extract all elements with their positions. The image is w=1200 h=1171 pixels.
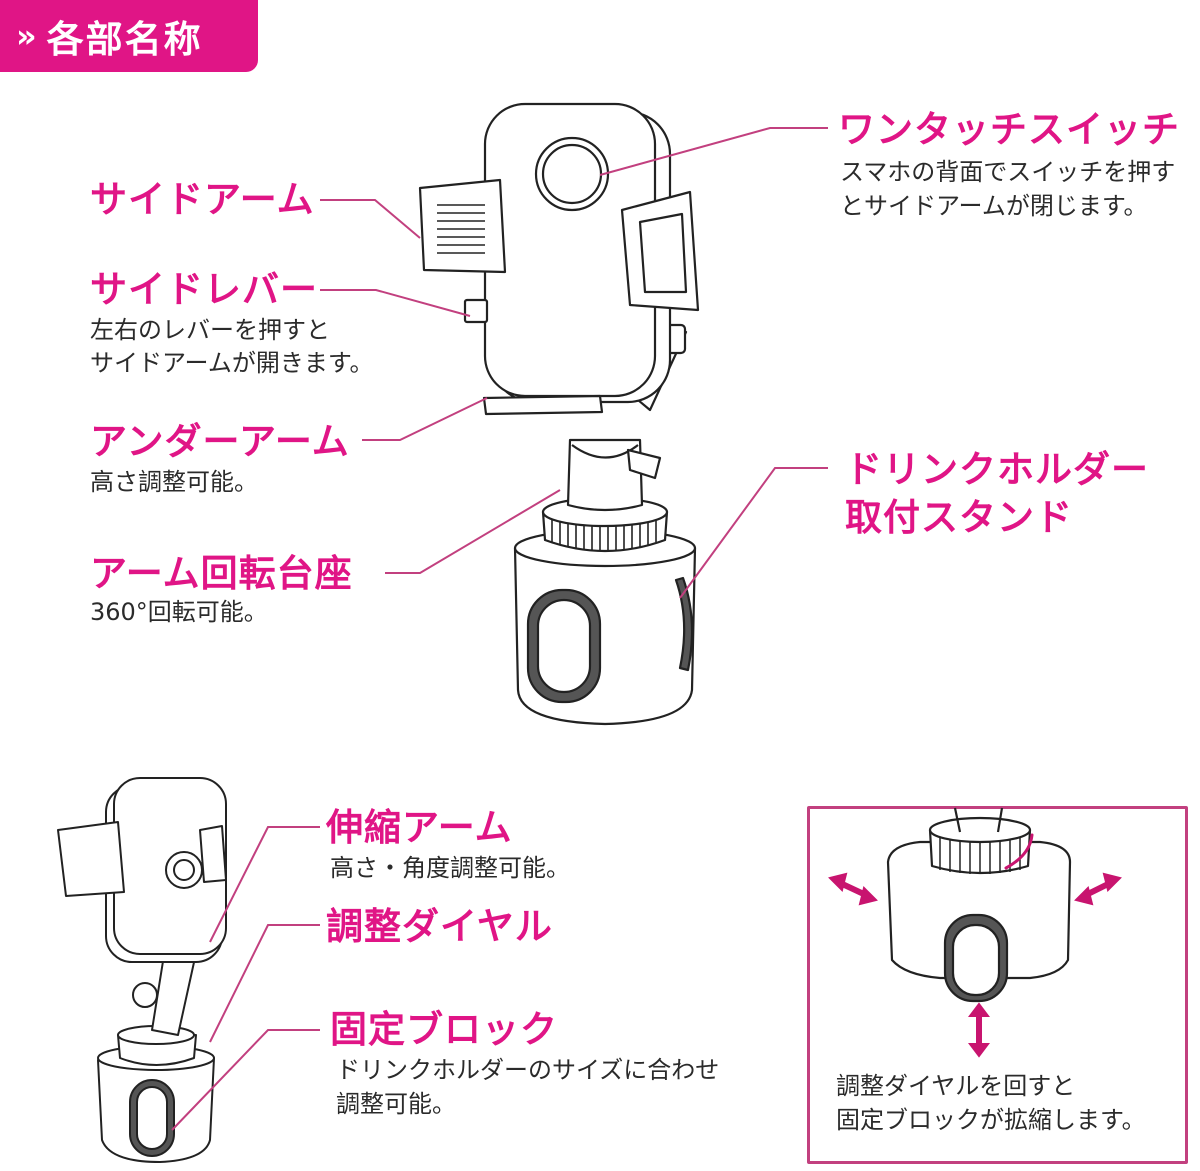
desc-side-lever-1: 左右のレバーを押すと xyxy=(90,316,330,344)
desc-side-lever-2: サイドアームが開きます。 xyxy=(90,349,374,377)
label-drink-stand-2: 取付スタンド xyxy=(845,496,1073,539)
secondary-product-illustration xyxy=(57,777,227,1163)
label-fixing-block: 固定ブロック xyxy=(330,1008,558,1051)
label-one-touch-switch: ワンタッチスイッチ xyxy=(838,108,1180,151)
label-side-lever: サイドレバー xyxy=(90,268,318,311)
arrow-icons xyxy=(828,833,1122,1058)
label-drink-stand-1: ドリンクホルダー xyxy=(845,448,1149,491)
main-product-illustration xyxy=(418,102,700,726)
desc-telescopic-arm: 高さ・角度調整可能。 xyxy=(330,854,570,882)
desc-one-touch-2: とサイドアームが閉じます。 xyxy=(840,192,1148,220)
label-telescopic-arm: 伸縮アーム xyxy=(326,806,513,849)
desc-box-1: 調整ダイヤルを回すと xyxy=(836,1072,1076,1100)
label-arm-base: アーム回転台座 xyxy=(90,552,353,595)
desc-one-touch-1: スマホの背面でスイッチを押す xyxy=(840,158,1176,186)
desc-under-arm: 高さ調整可能。 xyxy=(90,468,258,496)
desc-fixing-block-2: 調整可能。 xyxy=(336,1090,456,1118)
desc-fixing-block-1: ドリンクホルダーのサイズに合わせ xyxy=(336,1056,720,1084)
dial-detail-illustration xyxy=(886,807,1072,1003)
desc-arm-base: 360°回転可能。 xyxy=(90,598,268,626)
main-neck xyxy=(566,438,644,512)
label-side-arm: サイドアーム xyxy=(90,178,315,221)
main-under-arm xyxy=(482,394,604,416)
label-adjust-dial: 調整ダイヤル xyxy=(326,905,553,948)
section-header: » 各部名称 xyxy=(0,0,258,72)
label-under-arm: アンダーアーム xyxy=(90,420,350,463)
main-left-side-arm xyxy=(418,178,507,274)
desc-box-2: 固定ブロックが拡縮します。 xyxy=(836,1106,1146,1134)
leader-lines xyxy=(171,127,828,1131)
detail-box-frame xyxy=(807,806,1188,1164)
main-adjust-knob xyxy=(626,448,662,480)
section-title: 各部名称 xyxy=(46,18,203,61)
